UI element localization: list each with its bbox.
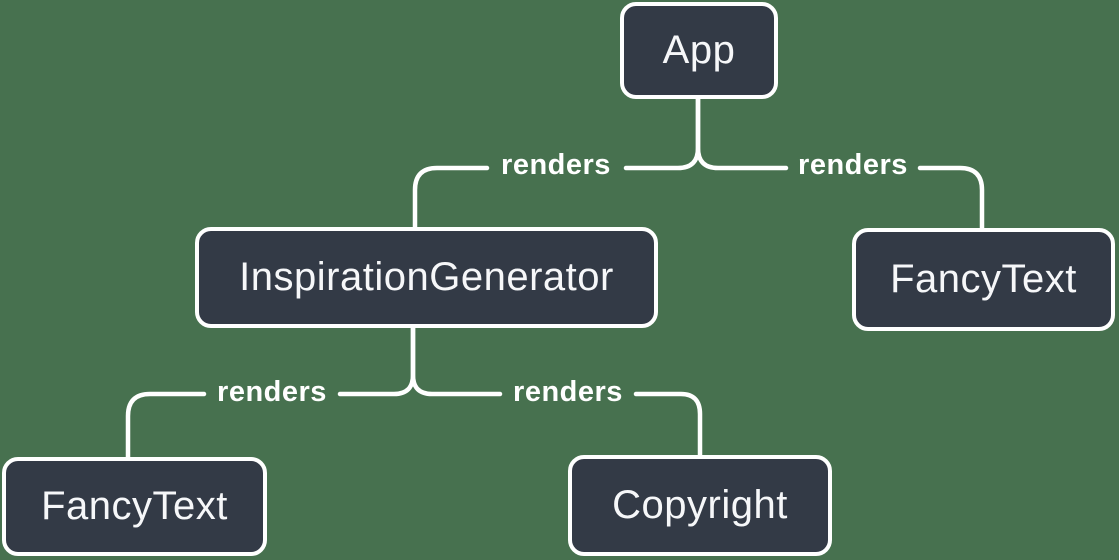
edge-label-renders-app-inspirationgenerator: renders [501, 149, 611, 182]
edge-app-to-fancytext [917, 165, 985, 231]
node-fancytext-right-label: FancyText [890, 257, 1077, 301]
edge-app-to-inspirationgenerator [623, 96, 701, 171]
edge-label-renders-inspirationgenerator-fancytext: renders [217, 376, 327, 409]
node-app-label: App [662, 28, 736, 72]
edge-inspirationgenerator-to-fancytext [337, 325, 416, 397]
node-copyright-label: Copyright [612, 483, 788, 527]
edge-label-renders-inspirationgenerator-copyright: renders [513, 376, 623, 409]
edge-inspirationgenerator-to-copyright [410, 325, 503, 397]
node-copyright: Copyright [568, 455, 832, 556]
node-inspiration-generator-label: InspirationGenerator [239, 255, 614, 299]
node-app: App [620, 2, 778, 99]
edge-app-to-fancytext [695, 96, 789, 171]
edge-inspirationgenerator-to-copyright [633, 391, 703, 458]
node-fancytext-bottom-left-label: FancyText [41, 484, 228, 528]
node-inspiration-generator: InspirationGenerator [195, 227, 658, 328]
node-fancytext-right: FancyText [852, 228, 1115, 331]
edge-app-to-inspirationgenerator [412, 165, 490, 230]
node-fancytext-bottom-left: FancyText [2, 457, 267, 556]
edge-label-renders-app-fancytext: renders [798, 149, 908, 182]
edge-inspirationgenerator-to-fancytext [125, 391, 207, 460]
